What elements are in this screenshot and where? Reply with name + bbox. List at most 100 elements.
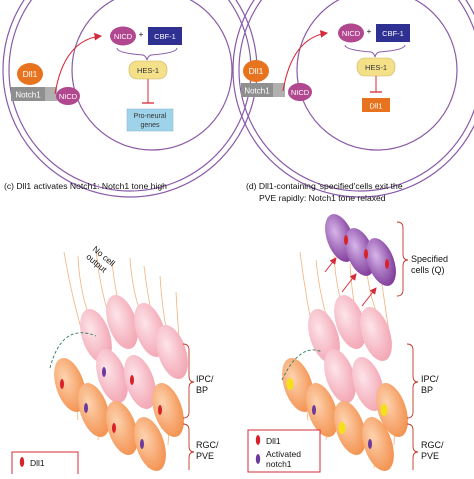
notch1-marker [84,403,88,413]
ipc-cell [96,349,128,403]
nicd-outer-label: NICD [291,88,310,97]
rgc-cell [282,358,314,412]
ipc-bracket [182,343,195,419]
notch1-receptor-tm [273,83,285,97]
nicd-inner [110,26,136,46]
rgc-label-line1: RGC/ [196,440,219,450]
pro-neural-box [126,108,174,132]
rgc-cell [306,383,338,437]
nicd-inner-label: NICD [342,29,361,38]
outer-cell-membrane-inner [238,0,474,192]
outer-cell-membrane [232,0,474,198]
caption-d-line1: (d) Dll1-containing 'specified'cells exi… [246,181,403,191]
plus-sign: + [139,30,144,39]
specified-bracket [396,221,409,297]
ipc-cell [352,357,384,411]
notch1-marker [140,439,144,449]
rgc-cell [334,401,366,455]
panel-d-markers [286,378,388,449]
notch1-marker [312,405,316,415]
legend-c: Dll1 [11,451,79,479]
rgc-cell [78,383,110,437]
exit-arrow [324,257,337,273]
interaction-dashed-arc [49,332,97,369]
hes1-label: HES-1 [365,63,387,72]
specified-label-line1: Specified [411,254,448,264]
panel-c-rgc-cells [54,358,184,471]
yellow-marker [286,378,294,390]
yellow-marker [338,422,346,434]
legend-notch1-line2: notch1 [266,459,292,469]
dll1-label: Dll1 [23,69,38,79]
cbf1-box [148,27,182,45]
dll1-marker [130,375,134,385]
specified-cell [366,238,396,286]
dll1-marker [112,423,116,433]
dll1-ligand [17,63,43,85]
ipc-cell [360,307,392,361]
rgc-cell [152,383,184,437]
dll1-marker [158,405,162,415]
panel-d-ipc-cells [308,295,392,411]
notch1-receptor-ext [11,87,45,101]
no-cell-output: No cell output [84,244,119,278]
nicd-outer-label: NICD [59,92,78,101]
ipc-bracket [406,343,419,419]
legend-dll1-swatch [255,435,261,445]
legend-dll1-label: Dll1 [266,436,281,446]
panel-c-ipc-cells [80,295,188,409]
ipc-label-line1: IPC/ [196,374,214,384]
caption-c: (c) Dll1 activates Notch1: Notch1 tone h… [4,181,167,191]
nicd-inner-label: NICD [114,32,133,41]
rgc-label-line2: PVE [196,451,214,461]
rgc-cell [54,358,86,412]
dll1-marker [385,259,389,269]
hes1-label: HES-1 [137,66,159,75]
cbf1-label: CBF-1 [382,29,404,38]
panel-a: Dll1 Notch1 NICD NICD + CBF-1 HES-1 Pro-… [2,0,258,198]
notch1-marker [102,367,106,377]
rgc-label-line2: PVE [421,451,439,461]
nicd-release-arrow [282,30,329,92]
dll1-marker [344,235,348,245]
interaction-dashed-arc [281,349,323,381]
rgc-cell [134,417,166,471]
yellow-marker [380,404,388,416]
ipc-cell [124,355,156,409]
notch1-receptor-ext [241,83,273,97]
ipc-cell [106,295,138,349]
notch1-label: Notch1 [15,91,41,100]
panel-d-rgc-cells [282,358,408,471]
legend-dll1-swatch [19,457,25,467]
specified-cell [345,228,375,276]
legend-box [247,429,321,473]
dll1-marker [60,379,64,389]
complex-brace [344,44,406,58]
legend-dll1-label: Dll1 [30,458,45,468]
specified-label-line2: cells (Q) [411,265,445,275]
complex-brace [116,47,178,61]
cbf1-box [376,24,410,42]
rgc-cell [376,383,408,437]
ipc-cell [324,349,356,403]
rgc-bracket [406,423,419,470]
exit-arrow [361,287,377,307]
panel-c-markers [60,367,162,449]
nicd-outer [288,83,312,101]
ipc-label-line2: BP [421,385,433,395]
dll1-target-label: Dll1 [370,102,383,111]
ipc-cell [156,325,188,379]
rgc-cell [106,401,138,455]
nicd-outer [56,87,80,105]
rgc-label-line1: RGC/ [421,440,444,450]
notch1-receptor-tm [45,87,57,101]
ipc-cell [334,295,366,349]
legend-notch1-swatch [255,454,261,464]
legend-d: Dll1 Activated notch1 [247,429,321,473]
nicd-release-arrow [54,32,103,95]
rgc-bracket [182,423,195,470]
dll1-marker [364,249,368,259]
panel-b: Dll1 Notch1 NICD NICD + CBF-1 HES-1 Dll1 [232,0,474,198]
nuclear-membrane [71,0,233,151]
